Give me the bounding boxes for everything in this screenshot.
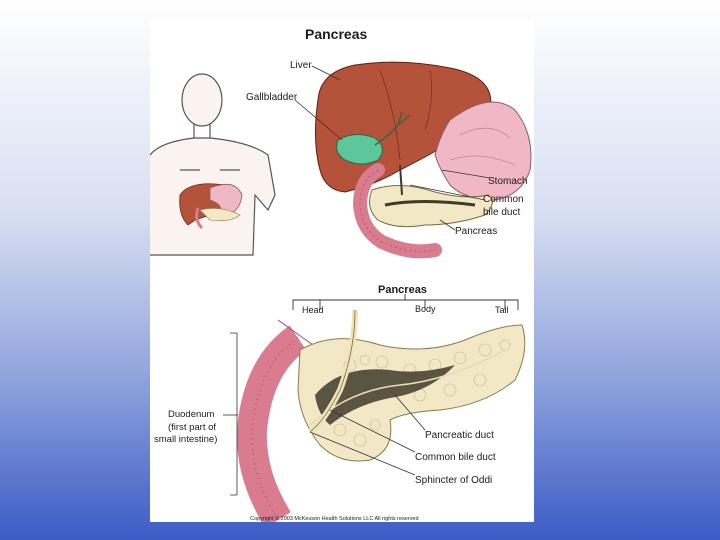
label-body: Body [415, 304, 436, 314]
anatomy-diagram: Pancreas Liver Gallbladder Stomach Commo… [150, 20, 534, 522]
label-common-bile-duct-1: Common [483, 194, 524, 205]
bottom-title: Pancreas [378, 284, 427, 296]
label-common-bile-duct-2: bile duct [483, 207, 520, 218]
label-tail: Tail [495, 305, 509, 315]
label-duodenum-1: Duodenum [168, 409, 215, 420]
label-duodenum-3: small intestine) [154, 434, 217, 445]
label-pancreas-top: Pancreas [455, 226, 497, 237]
label-gallbladder: Gallbladder [246, 92, 298, 103]
label-sphincter-of-oddi: Sphincter of Oddi [415, 475, 492, 486]
label-head: Head [302, 305, 324, 315]
top-title: Pancreas [305, 26, 367, 42]
pancreas-bracket [293, 294, 518, 310]
label-common-bile-duct-bottom: Common bile duct [415, 452, 496, 463]
diagram-panel: Pancreas Liver Gallbladder Stomach Commo… [150, 20, 534, 522]
label-stomach: Stomach [488, 176, 527, 187]
label-pancreatic-duct: Pancreatic duct [425, 430, 494, 441]
label-liver: Liver [290, 60, 312, 71]
copyright-text: Copyright © 2003 McKesson Health Solutio… [250, 515, 419, 522]
label-duodenum-2: (first part of [168, 422, 216, 433]
